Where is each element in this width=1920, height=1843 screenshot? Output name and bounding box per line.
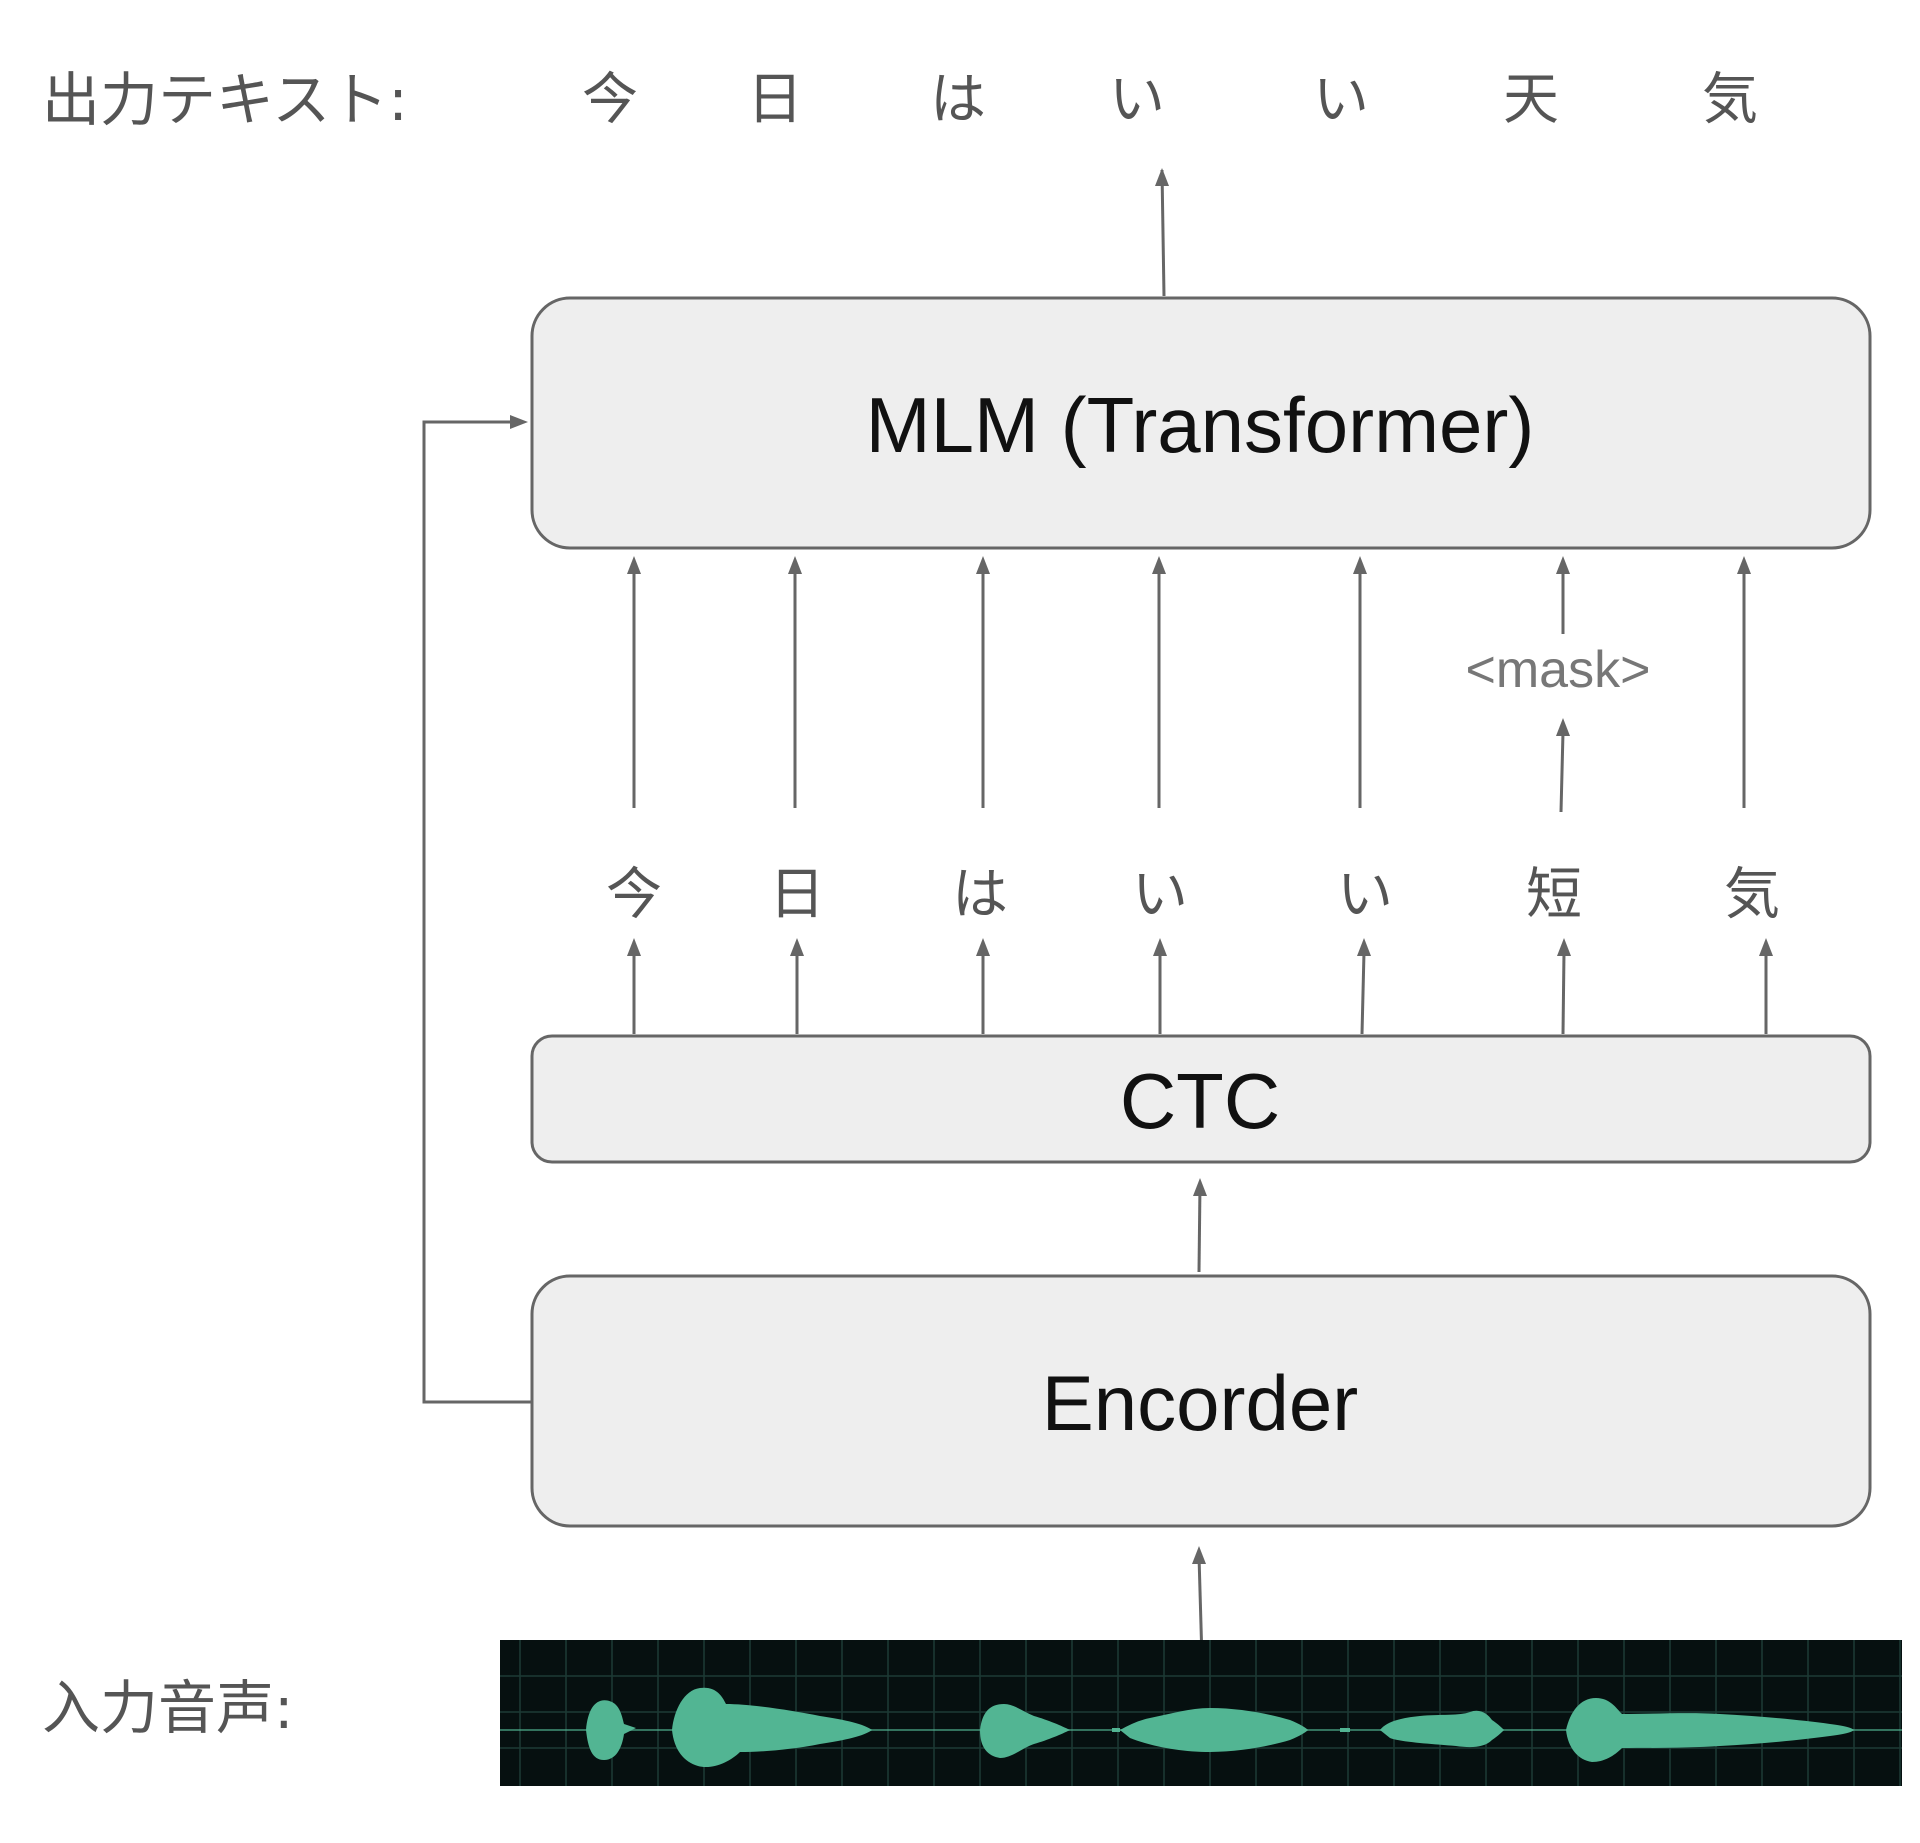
- token-to-mlm-arrowhead: [976, 556, 990, 574]
- ctc-to-token-arrowhead: [1557, 938, 1571, 956]
- mlm-output-arrowhead: [1155, 168, 1169, 186]
- mlm-label: MLM (Transformer): [866, 381, 1535, 469]
- mask-to-mlm-arrowhead: [1556, 556, 1570, 574]
- ctc-block: CTC: [530, 1034, 1872, 1164]
- output-token: い: [1313, 68, 1369, 133]
- token-to-mlm-arrowhead: [1152, 556, 1166, 574]
- skip-connection-arrowhead: [510, 415, 528, 429]
- ctc-to-token-arrowhead: [1357, 938, 1371, 956]
- token-to-mlm-arrowhead: [1353, 556, 1367, 574]
- ctc-to-token-arrowhead: [790, 938, 804, 956]
- token-to-mlm-arrows: [627, 556, 1751, 813]
- token-to-mlm-arrowhead: [1737, 556, 1751, 574]
- output-token: 日: [747, 68, 803, 133]
- waveform-image: [500, 1640, 1902, 1786]
- ctc-to-token-arrowhead: [976, 938, 990, 956]
- waveform-segment: [586, 1700, 636, 1760]
- ctc-token-row: 今日はいい短気: [606, 863, 1780, 928]
- audio-encoder-arrowhead: [1192, 1546, 1206, 1564]
- encoder-box: [530, 1274, 1872, 1528]
- ctc-token: 気: [1724, 863, 1780, 928]
- ctc-token: 短: [1526, 863, 1582, 928]
- input-audio-label: 入力音声:: [42, 1674, 294, 1742]
- ctc-token: 日: [769, 863, 825, 928]
- ctc-to-token-arrow: [1360, 951, 1366, 1035]
- mask-arrow: [1559, 731, 1565, 813]
- encoder-ctc-arrowhead: [1193, 1178, 1207, 1196]
- waveform-segment: [672, 1687, 872, 1768]
- output-token: い: [1109, 68, 1165, 133]
- ctc-box: [530, 1034, 1872, 1164]
- token-to-mlm-arrowhead: [627, 556, 641, 574]
- ctc-to-token-arrow: [1561, 951, 1566, 1035]
- waveform-segment: [1380, 1710, 1504, 1748]
- output-token: は: [930, 68, 986, 133]
- output-text-label: 出力テキスト:: [42, 66, 408, 134]
- ctc-to-token-arrows: [627, 938, 1773, 1035]
- ctc-to-token-arrowhead: [627, 938, 641, 956]
- output-token: 今: [582, 68, 638, 133]
- ctc-to-token-arrowhead: [1153, 938, 1167, 956]
- waveform-segment: [1120, 1708, 1308, 1752]
- mlm-output-arrow: [1160, 169, 1166, 297]
- mask-arrowhead: [1556, 718, 1570, 736]
- output-token-row: 今日はいい天気: [582, 68, 1758, 133]
- waveform-segment: [1566, 1698, 1854, 1762]
- ctc-token: い: [1337, 863, 1393, 928]
- ctc-token: 今: [606, 863, 662, 928]
- skip-connection-line: [422, 420, 532, 1404]
- waveform-segment: [1340, 1728, 1350, 1732]
- waveform-segment: [1112, 1728, 1120, 1732]
- waveform-signal: [586, 1687, 1854, 1768]
- waveform-segment: [980, 1704, 1070, 1758]
- ctc-to-token-arrowhead: [1759, 938, 1773, 956]
- mlm-block: MLM (Transformer): [530, 296, 1872, 550]
- output-token: 気: [1702, 68, 1758, 133]
- token-to-mlm-arrowhead: [788, 556, 802, 574]
- output-token: 天: [1503, 68, 1559, 133]
- encoder-label: Encorder: [1042, 1359, 1359, 1447]
- ctc-label: CTC: [1120, 1057, 1280, 1145]
- encoder-block: Encorder: [530, 1274, 1872, 1528]
- mask-token: <mask>: [1466, 641, 1651, 699]
- encoder-ctc-arrow: [1197, 1183, 1202, 1273]
- mlm-box: [530, 296, 1872, 550]
- ctc-token: い: [1132, 863, 1188, 928]
- ctc-token: は: [952, 863, 1008, 928]
